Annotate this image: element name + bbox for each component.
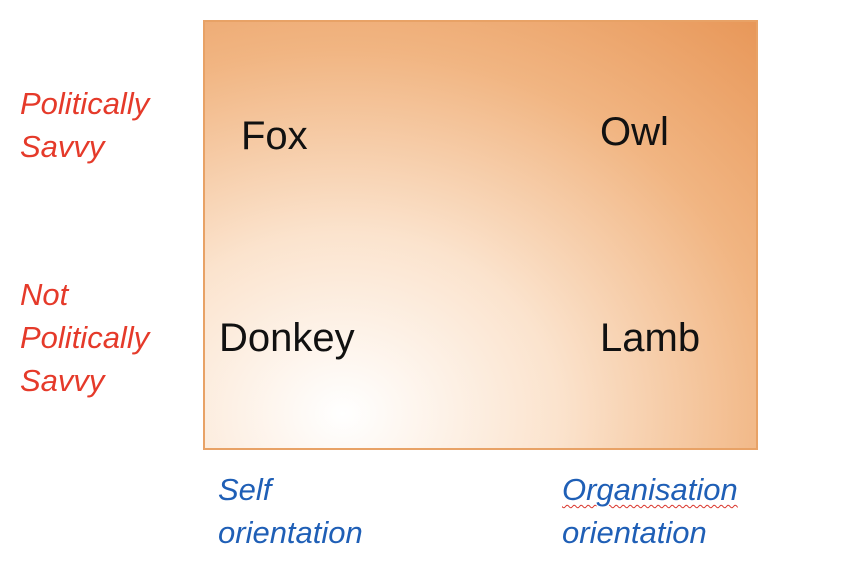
quadrant-matrix: Fox Owl Donkey Lamb xyxy=(203,20,758,450)
x-label-left-line-1: Self xyxy=(218,472,272,507)
x-label-left-line-2: orientation xyxy=(218,515,363,550)
quadrant-fox: Fox xyxy=(241,114,308,158)
quadrant-donkey: Donkey xyxy=(219,316,355,360)
quadrant-lamb: Lamb xyxy=(600,316,701,360)
y-label-not-politically-savvy: Not Politically Savvy xyxy=(20,273,149,402)
y-label-politically-savvy: Politically Savvy xyxy=(20,82,149,168)
y-label-top-line-2: Savvy xyxy=(20,129,105,164)
x-label-right-line-2: orientation xyxy=(562,515,707,550)
y-label-bottom-line-3: Savvy xyxy=(20,363,105,398)
x-label-right-line-1: Organisation xyxy=(562,472,738,507)
x-label-organisation-orientation: Organisation orientation xyxy=(562,468,738,554)
y-label-top-line-1: Politically xyxy=(20,86,150,121)
x-label-self-orientation: Self orientation xyxy=(218,468,363,554)
y-label-bottom-line-2: Politically xyxy=(20,320,150,355)
y-label-bottom-line-1: Not xyxy=(20,277,69,312)
quadrant-owl: Owl xyxy=(600,110,669,154)
